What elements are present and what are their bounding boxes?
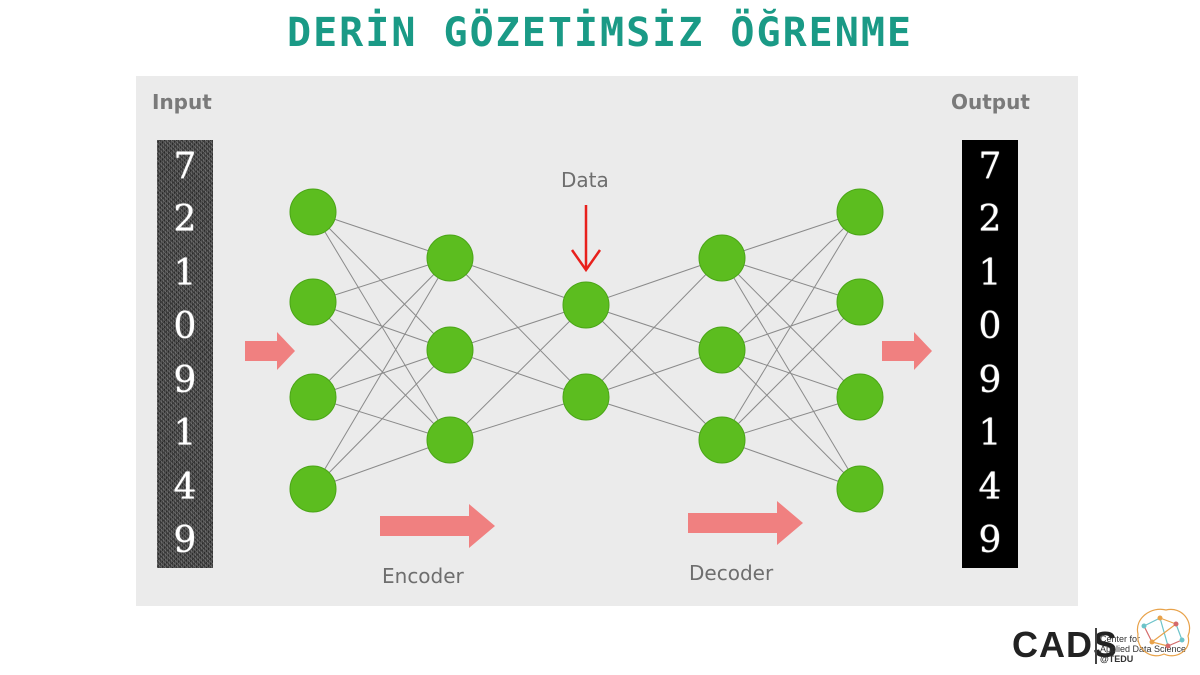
brain-network-logo-icon [1130,604,1194,662]
output-digit: 4 [979,470,1002,506]
network-edge [586,305,722,440]
decoder-label: Decoder [689,561,773,585]
input-digit: 1 [174,416,197,452]
network-node [837,374,883,420]
logo-line-3: @TEDU [1100,655,1133,664]
network-node [290,466,336,512]
network-node [699,417,745,463]
output-digit: 9 [979,523,1002,559]
network-edge [586,258,722,397]
network-node [837,466,883,512]
output-digit: 0 [979,309,1002,345]
output-digit: 2 [979,202,1002,238]
output-digit: 7 [979,149,1002,185]
network-node [837,189,883,235]
decoder-arrow-icon [688,501,803,545]
network-node [563,374,609,420]
input-digit: 2 [174,202,197,238]
input-digit: 9 [174,363,197,399]
input-label: Input [152,90,212,114]
cads-logo: CADS Center for Applied Data Science @TE… [1012,604,1194,666]
input-digit: 1 [174,256,197,292]
network-edge [722,212,860,350]
logo-divider [1095,628,1097,664]
input-digit: 0 [174,309,197,345]
input-flow-arrow-icon [245,332,295,370]
input-digit: 7 [174,149,197,185]
input-digit: 4 [174,470,197,506]
network-edge [722,258,860,397]
noisy-input-digit-strip: 7 2 1 0 9 1 4 9 [157,140,213,568]
network-node [699,235,745,281]
network-node [290,374,336,420]
network-node [699,327,745,373]
network-edge [313,212,450,350]
network-edge [450,305,586,440]
input-digit: 9 [174,523,197,559]
network-node [837,279,883,325]
output-digit: 9 [979,363,1002,399]
network-node [290,279,336,325]
network-node [427,417,473,463]
network-node [563,282,609,328]
output-digit: 1 [979,416,1002,452]
output-label: Output [951,90,1030,114]
encoder-label: Encoder [382,564,464,588]
output-flow-arrow-icon [882,332,932,370]
network-edge [313,258,450,397]
encoder-arrow-icon [380,504,495,548]
network-node [290,189,336,235]
output-digit: 1 [979,256,1002,292]
network-node [427,235,473,281]
network-node [427,327,473,373]
data-label: Data [561,168,609,192]
clean-output-digit-strip: 7 2 1 0 9 1 4 9 [962,140,1018,568]
